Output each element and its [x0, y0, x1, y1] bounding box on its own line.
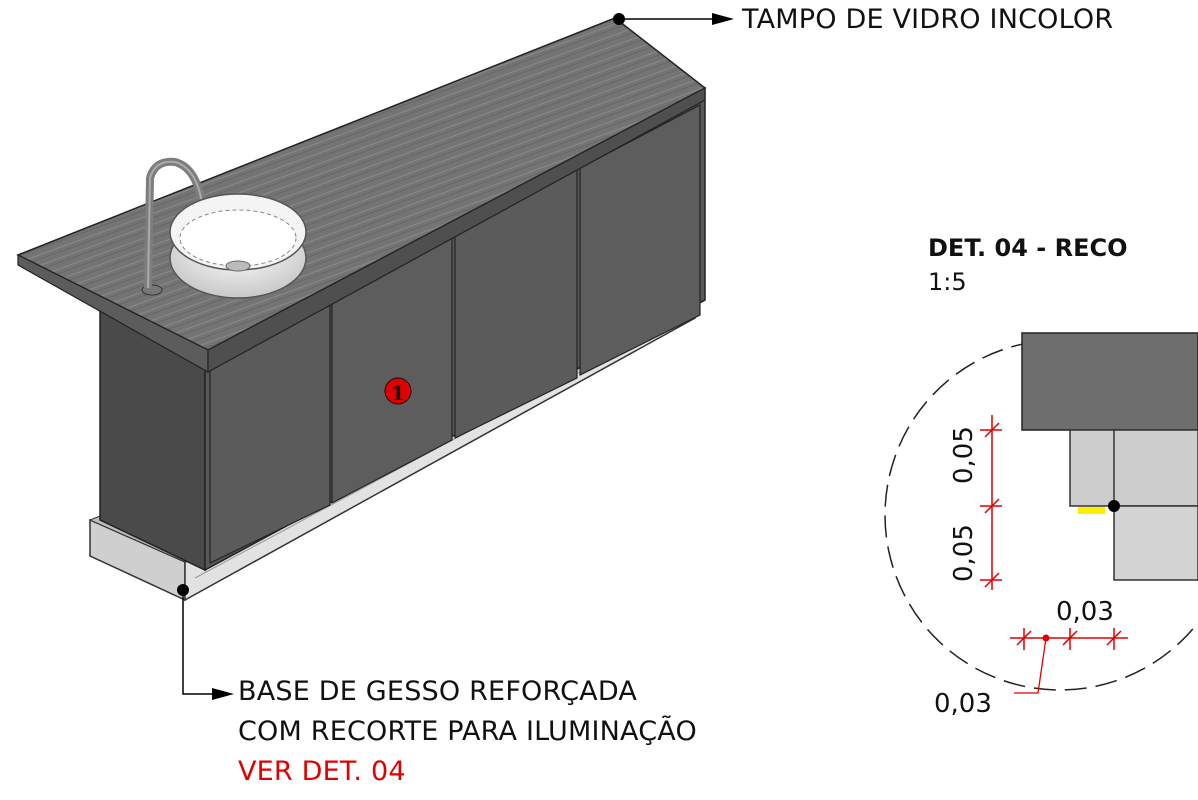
- detail-scale: 1:5: [928, 268, 967, 296]
- leader-base: [177, 584, 234, 700]
- horizontal-dimensions: [1010, 628, 1128, 650]
- dim-horizontal-bottom: 0,03: [934, 689, 992, 719]
- dim-lower-vertical: 0,05: [949, 524, 979, 582]
- leader-top-glass: [613, 13, 734, 25]
- dim-horizontal-top: 0,03: [1056, 597, 1114, 627]
- faucet: [141, 157, 207, 296]
- detail-title: DET. 04 - RECO: [928, 234, 1128, 262]
- label-base-line2: COM RECORTE PARA ILUMINAÇÃO: [238, 716, 697, 747]
- cabinet-body: [99, 86, 706, 572]
- dim-upper-vertical: 0,05: [949, 426, 979, 484]
- label-top-glass: TAMPO DE VIDRO INCOLOR: [742, 4, 1114, 35]
- tag-number: 1: [391, 381, 405, 405]
- label-base-line1: BASE DE GESSO REFORÇADA: [238, 676, 638, 707]
- item-tag-marker: 1: [384, 377, 412, 405]
- detail-04-view: 0,05 0,05 0,03 0,03: [884, 332, 1198, 719]
- round-basin: [169, 193, 307, 299]
- label-base-ref: VER DET. 04: [238, 756, 406, 787]
- led-strip: [1078, 507, 1105, 514]
- vertical-dimensions: [980, 415, 1002, 590]
